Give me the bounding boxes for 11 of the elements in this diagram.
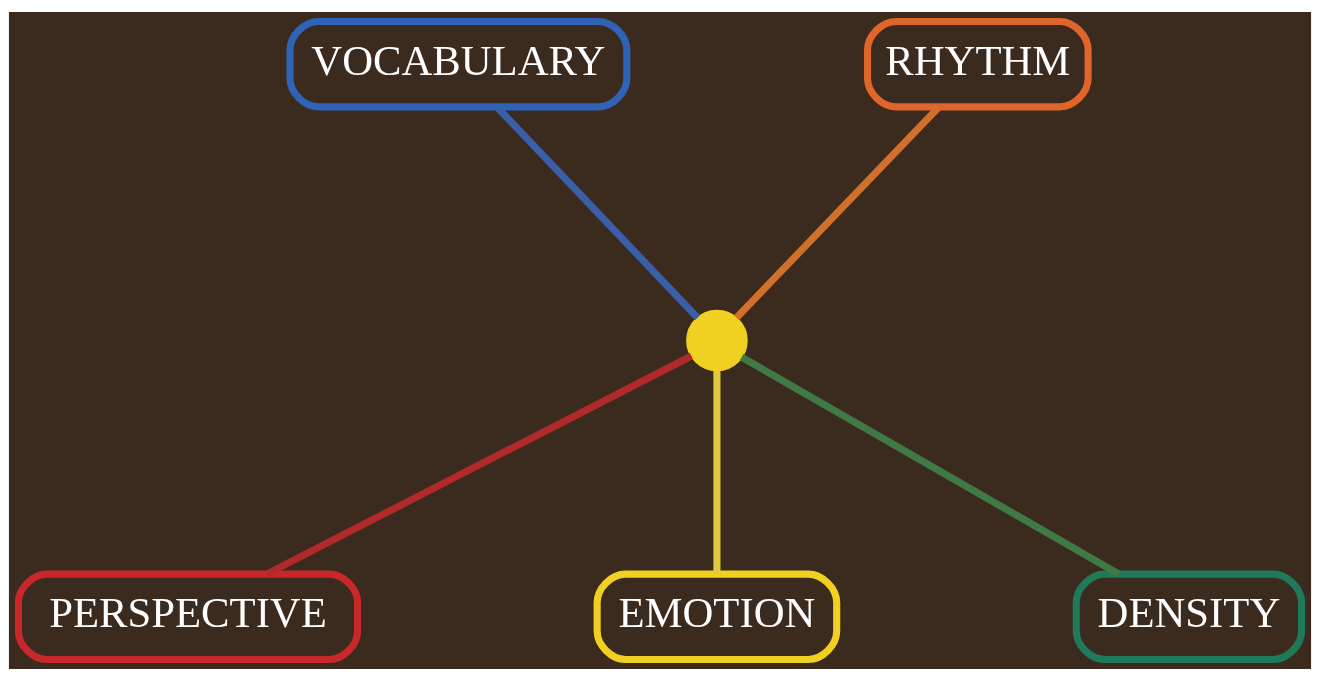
connector [733,104,941,320]
node-box: VOCABULARY [286,17,631,110]
node-box: EMOTION [593,570,841,663]
connector [495,104,701,320]
node-box: PERSPECTIVE [14,570,362,663]
connector [265,352,694,577]
node-circle [686,309,748,371]
connector [713,370,721,574]
connector [739,353,1121,577]
node-box: RHYTHM [864,17,1092,110]
node-box: DENSITY [1072,570,1306,663]
